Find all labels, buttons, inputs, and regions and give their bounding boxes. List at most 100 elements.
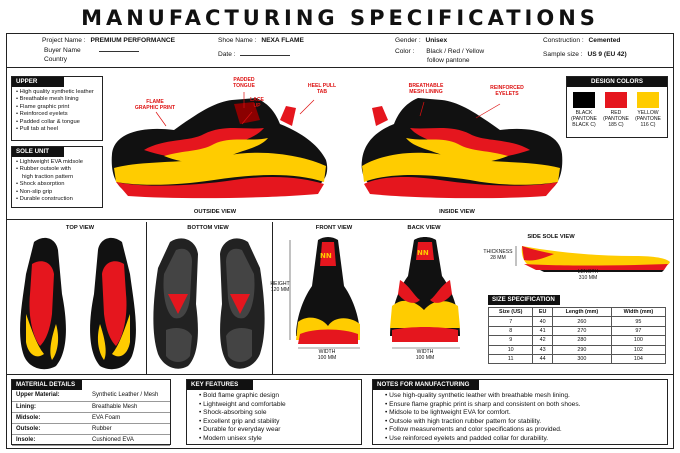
front-view-caption: FRONT VIEW [315, 225, 353, 231]
upper-list: High quality synthetic leather Breathabl… [12, 87, 102, 135]
height-dimension: HEIGHT 120 mm [267, 281, 293, 294]
list-item: Lightweight and comfortable [199, 401, 357, 410]
material-label: Lining: [12, 401, 88, 413]
table-header-row: Size (US) EU Length (mm) Width (mm) [487, 306, 667, 318]
swatch-red [605, 92, 627, 108]
table-cell: 11 [487, 353, 534, 365]
construction-value: Cemented [588, 37, 621, 44]
top-view-caption: TOP VIEW [65, 225, 95, 231]
sole-unit-title: SOLE UNIT [12, 147, 64, 157]
sample-size-value: US 9 (EU 42) [587, 51, 627, 58]
column-header: Size (US) [487, 306, 534, 318]
country-field: Country [44, 55, 67, 64]
callout-padded-tongue: PADDED TONGUE [233, 77, 255, 89]
list-item: Use high-quality synthetic leather with … [385, 392, 663, 401]
list-item: Pull tab at heel [16, 126, 98, 133]
sole-unit-box: SOLE UNIT Lightweight EVA midsole Rubber… [11, 146, 103, 208]
list-item: Midsole to be lightweight EVA for comfor… [385, 409, 663, 418]
table-row: Upper Material:Synthetic Leather / Mesh [12, 390, 170, 402]
color-value-2: follow pantone [427, 57, 470, 64]
length-label: LENGTH [577, 269, 599, 275]
design-colors-title: DESIGN COLORS [567, 77, 667, 87]
gender-value: Unisex [425, 37, 448, 44]
svg-text:NN: NN [320, 252, 332, 260]
size-specification-box: SIZE SPECIFICATION Size (US) EU Length (… [487, 295, 667, 365]
country-label: Country [44, 56, 68, 63]
upper-title: UPPER [12, 77, 64, 87]
table-cell: 10 [487, 344, 534, 355]
column-header: Length (mm) [551, 306, 612, 318]
table-cell: 97 [610, 325, 667, 337]
spec-sheet-border [6, 33, 674, 449]
shoe-name-field: Shoe Name : NEXA FLAME [218, 36, 304, 45]
swatch-black [573, 92, 595, 108]
material-value: Cushioned EVA [88, 434, 170, 446]
swatch-name: RED [610, 110, 622, 116]
project-name-value: PREMIUM PERFORMANCE [90, 37, 176, 44]
date-label: Date : [218, 51, 236, 58]
size-specification-title: SIZE SPECIFICATION [488, 295, 560, 305]
shoe-name-label: Shoe Name : [218, 37, 257, 44]
table-cell: 8 [487, 325, 534, 337]
gender-field: Gender : Unisex [395, 36, 447, 45]
column-header: Width (mm) [610, 306, 667, 318]
width-label: WIDTH [318, 349, 336, 355]
length-dimension: LENGTH 310 mm [568, 269, 608, 282]
upper-box: UPPER High quality synthetic leather Bre… [11, 76, 103, 141]
divider-vertical [272, 222, 273, 374]
height-label: HEIGHT [270, 281, 290, 287]
inside-view-shoe-illustration [361, 98, 563, 199]
thickness-label: THICKNESS [483, 249, 513, 255]
table-cell: 7 [487, 316, 534, 327]
notes-list: Use high-quality synthetic leather with … [373, 390, 667, 446]
list-item: Bold flame graphic design [199, 392, 357, 401]
table-cell: 102 [610, 344, 667, 355]
date-line [239, 50, 290, 56]
table-row: Outsole:Rubber [12, 423, 170, 435]
notes-title: NOTES FOR MANUFACTURING [373, 380, 479, 390]
table-cell: 9 [487, 335, 534, 346]
color-value-1: Black / Red / Yellow [426, 48, 485, 55]
swatch-name: YELLOW [637, 110, 659, 116]
side-sole-view-caption: SIDE SOLE VIEW [527, 234, 575, 240]
table-cell: 280 [551, 335, 612, 346]
table-cell: 41 [532, 325, 553, 337]
bottom-view-caption: BOTTOM VIEW [187, 225, 229, 231]
swatch-name: BLACK [575, 110, 593, 116]
list-item: Reinforced eyelets [16, 111, 98, 118]
front-view-illustration: NN [289, 237, 360, 349]
width-label: WIDTH [416, 349, 434, 355]
swatch-yellow-label: YELLOW (PANTONE 116 C) [631, 110, 665, 128]
table-cell: 42 [532, 335, 553, 346]
sample-size-field: Sample size : US 9 (EU 42) [543, 50, 627, 59]
length-value: 310 mm [578, 274, 598, 281]
thickness-dimension: THICKNESS 28 mm [480, 249, 516, 262]
outside-view-caption: OUTSIDE VIEW [193, 209, 237, 215]
thickness-value: 28 mm [490, 254, 506, 261]
list-item: Shock absorption [16, 181, 98, 188]
material-value: Rubber [88, 423, 170, 435]
list-item: Non-slip grip [16, 189, 98, 196]
key-features-box: KEY FEATURES Bold flame graphic design L… [186, 379, 362, 445]
list-item: High quality synthetic leather [16, 89, 98, 96]
key-features-title: KEY FEATURES [187, 380, 253, 390]
list-item: Modern unisex style [199, 435, 357, 444]
top-view-illustration [20, 237, 136, 370]
project-name-field: Project Name : PREMIUM PERFORMANCE [42, 36, 175, 45]
height-value: 120 mm [270, 286, 290, 293]
divider-vertical [146, 222, 147, 374]
material-label: Outsole: [12, 423, 88, 435]
table-cell: 300 [551, 353, 612, 365]
material-table: Upper Material:Synthetic Leather / Mesh … [12, 390, 170, 446]
back-width-dimension: WIDTH 100 mm [410, 349, 440, 362]
callout-reinforced-eyelets: REINFORCED EYELETS [490, 85, 524, 97]
sole-unit-list: Lightweight EVA midsole Rubber outsole w… [12, 157, 102, 205]
bottom-view-illustration [153, 238, 265, 369]
buyer-name-field: Buyer Name [44, 46, 139, 55]
table-cell: 260 [551, 316, 612, 327]
list-item: Follow measurements and color specificat… [385, 426, 663, 435]
back-view-caption: BACK VIEW [407, 225, 441, 231]
color-field: Color : Black / Red / Yellow [395, 47, 484, 56]
